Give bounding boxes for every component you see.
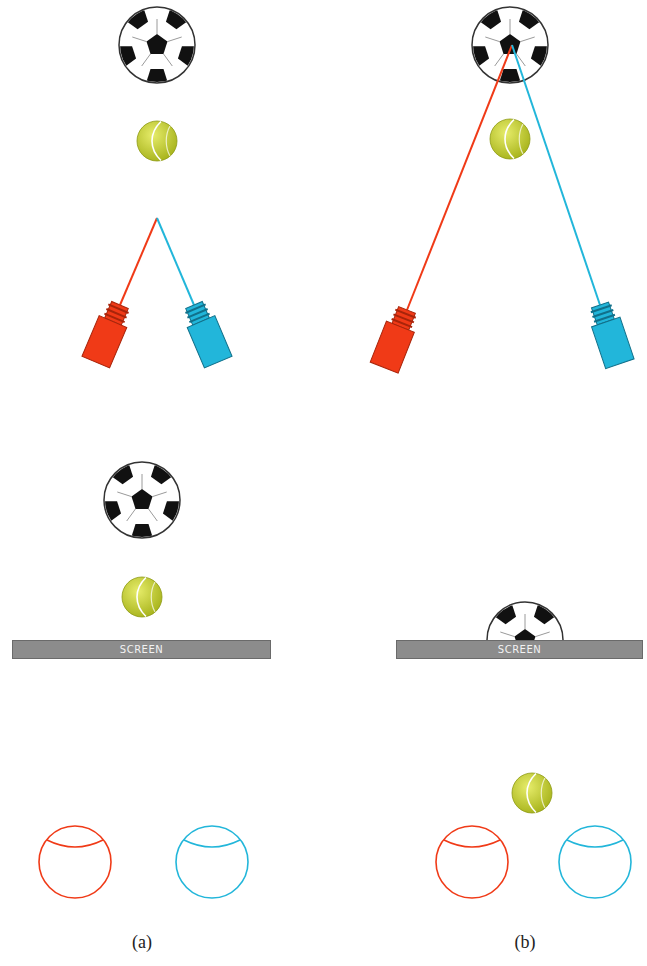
tennis-ball — [512, 773, 552, 813]
blue-eye — [559, 826, 631, 898]
soccer-ball — [465, 3, 555, 89]
red-eye — [436, 826, 508, 898]
soccer-ball — [97, 458, 187, 544]
soccer-ball — [112, 3, 202, 89]
red-eye — [39, 826, 111, 898]
sight-line — [512, 45, 600, 305]
red-camera — [370, 304, 421, 373]
panel-label: (b) — [515, 932, 536, 953]
tennis-ball — [122, 577, 162, 617]
sight-line — [157, 218, 194, 305]
blue-eye — [176, 826, 248, 898]
soccer-ball — [480, 598, 570, 645]
tennis-ball — [490, 119, 530, 159]
screen-bar: SCREEN — [12, 640, 271, 659]
tennis-ball — [137, 121, 177, 161]
screen-label: SCREEN — [498, 644, 541, 656]
sight-line — [120, 218, 157, 305]
soccer-ball-behind-screen — [480, 598, 570, 645]
screen-label: SCREEN — [120, 644, 163, 656]
screen-bar: SCREEN — [396, 640, 643, 659]
blue-camera — [586, 300, 634, 368]
blue-camera — [180, 299, 232, 368]
red-camera — [82, 299, 134, 368]
sight-line — [407, 45, 512, 310]
panel-label: (a) — [132, 932, 152, 953]
